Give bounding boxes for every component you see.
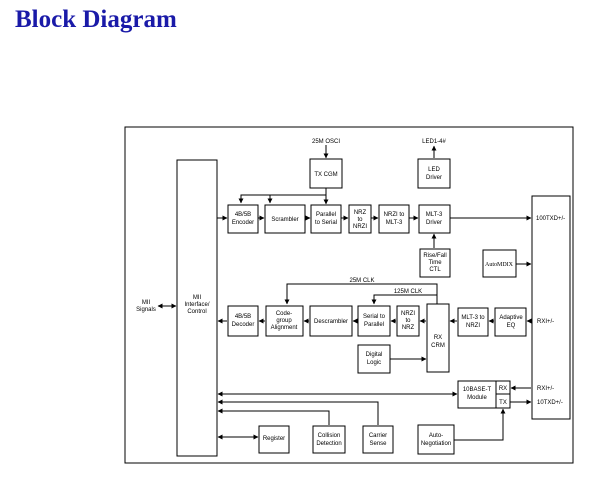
parallel-to-serial-block: Parallel to Serial (310, 204, 342, 234)
svg-text:4B/5B: 4B/5B (235, 212, 251, 218)
svg-text:10BASE-T: 10BASE-T (463, 387, 492, 393)
svg-text:Driver: Driver (426, 220, 442, 226)
svg-text:to: to (405, 318, 411, 324)
svg-text:RX: RX (499, 386, 507, 392)
svg-text:AutoMDIX: AutoMDIX (485, 262, 514, 268)
svg-text:CRM: CRM (431, 343, 445, 349)
svg-text:Alignment: Alignment (271, 325, 298, 331)
nrzi-to-nrz-block: NRZI to NRZ (396, 305, 420, 337)
svg-text:Driver: Driver (426, 175, 442, 181)
svg-text:to Serial: to Serial (315, 220, 337, 226)
svg-text:Serial to: Serial to (363, 314, 386, 320)
svg-text:NRZI: NRZI (401, 311, 415, 317)
svg-text:Descrambler: Descrambler (314, 319, 348, 325)
auto-negotiation-block: Auto- Negotiation (417, 424, 455, 455)
svg-text:group: group (276, 318, 292, 324)
svg-text:Parallel: Parallel (316, 212, 336, 218)
svg-text:MLT-3: MLT-3 (386, 220, 403, 226)
carrier-sense-block: Carrier Sense (362, 425, 394, 454)
scrambler-block: Scrambler (264, 204, 306, 234)
svg-text:Scrambler: Scrambler (271, 217, 298, 223)
svg-text:RX: RX (434, 335, 442, 341)
mii-interface-block: MII Interface/ Control (176, 159, 218, 457)
rise-fall-block: Rise/Fall Time CTL (419, 248, 451, 278)
svg-text:to: to (357, 217, 363, 223)
svg-text:Time: Time (428, 260, 442, 266)
nrzi-to-mlt3-block: NRZI to MLT-3 (378, 204, 410, 234)
collision-line (217, 408, 330, 425)
svg-text:Negotiation: Negotiation (421, 441, 451, 447)
port-rxi-1: RXI+/- (537, 319, 554, 325)
encoder-4b5b-block: 4B/5B Encoder (227, 204, 259, 234)
svg-text:Digital: Digital (366, 352, 383, 358)
autoneg-to-tenbaset-line (454, 408, 506, 441)
nrz-to-nrzi-block: NRZ to NRZI (348, 204, 372, 234)
svg-text:TX CGM: TX CGM (314, 172, 337, 178)
svg-text:Parallel: Parallel (364, 322, 384, 328)
page-title: Block Diagram (15, 6, 177, 33)
svg-text:Register: Register (263, 436, 285, 442)
adaptive-eq-block: Adaptive EQ (494, 307, 527, 337)
svg-text:CTL: CTL (429, 267, 441, 273)
collision-detection-block: Collision Detection (312, 425, 346, 454)
media-interface-block (531, 195, 571, 420)
svg-text:Carrier: Carrier (369, 433, 387, 439)
port-100txd: 100TXD+/- (536, 216, 565, 222)
port-rxi-2: RXI+/- (537, 386, 554, 392)
descrambler-block: Descrambler (309, 305, 353, 337)
led-driver-block: LED Driver (417, 158, 451, 189)
rx-clock-125m-line (371, 294, 437, 305)
svg-text:NRZI: NRZI (353, 224, 367, 230)
clk-125m-label: 125M CLK (394, 289, 422, 295)
svg-text:Collision: Collision (318, 433, 341, 439)
svg-text:Detection: Detection (316, 441, 341, 447)
mii-signals-label: MII Signals (136, 300, 156, 313)
svg-text:LED: LED (428, 167, 440, 173)
svg-text:Rise/Fall: Rise/Fall (423, 253, 446, 259)
svg-text:MII: MII (193, 295, 202, 301)
led-label: LED1-4# (422, 139, 446, 145)
port-10txd: 10TXD+/- (537, 400, 563, 406)
svg-text:Auto-: Auto- (429, 433, 443, 439)
svg-text:MII: MII (142, 300, 151, 306)
digital-logic-block: Digital Logic (357, 344, 391, 374)
svg-text:Encoder: Encoder (232, 220, 254, 226)
svg-text:Module: Module (467, 395, 487, 401)
svg-text:Logic: Logic (367, 360, 381, 366)
register-block: Register (258, 425, 290, 454)
svg-text:Decoder: Decoder (232, 322, 255, 328)
code-group-alignment-block: Code- group Alignment (265, 305, 304, 337)
svg-text:MLT-3 to: MLT-3 to (461, 315, 485, 321)
tenbaset-module-block: 10BASE-T Module RX TX (457, 380, 511, 409)
svg-text:Adaptive: Adaptive (499, 315, 523, 321)
mlt3-to-nrzi-block: MLT-3 to NRZI (457, 307, 489, 337)
clk-25m-label: 25M CLK (349, 278, 374, 284)
carrier-sense-line (217, 399, 379, 425)
svg-text:Code-: Code- (276, 311, 292, 317)
svg-text:Control: Control (187, 309, 206, 315)
svg-text:TX: TX (499, 400, 507, 406)
tx-clock-line (238, 194, 326, 204)
svg-text:EQ: EQ (507, 323, 516, 329)
automdix-block: AutoMDIX (482, 249, 517, 278)
svg-text:NRZ: NRZ (354, 210, 367, 216)
svg-text:MLT-3: MLT-3 (426, 212, 443, 218)
osc-25m-label: 25M OSCI (312, 139, 340, 145)
rx-clock-25m-line (284, 283, 438, 305)
svg-text:Signals: Signals (136, 307, 156, 313)
mlt3-driver-block: MLT-3 Driver (418, 204, 451, 234)
decoder-4b5b-block: 4B/5B Decoder (227, 305, 259, 337)
svg-text:Interface/: Interface/ (184, 302, 209, 308)
svg-text:Sense: Sense (369, 441, 387, 447)
svg-text:NRZI to: NRZI to (384, 212, 405, 218)
svg-text:4B/5B: 4B/5B (235, 314, 251, 320)
svg-text:NRZ: NRZ (402, 325, 415, 331)
serial-to-parallel-block: Serial to Parallel (357, 305, 391, 337)
rx-crm-block: RX CRM (426, 303, 450, 373)
svg-text:NRZI: NRZI (466, 323, 480, 329)
tx-cgm-block: TX CGM (309, 158, 343, 189)
